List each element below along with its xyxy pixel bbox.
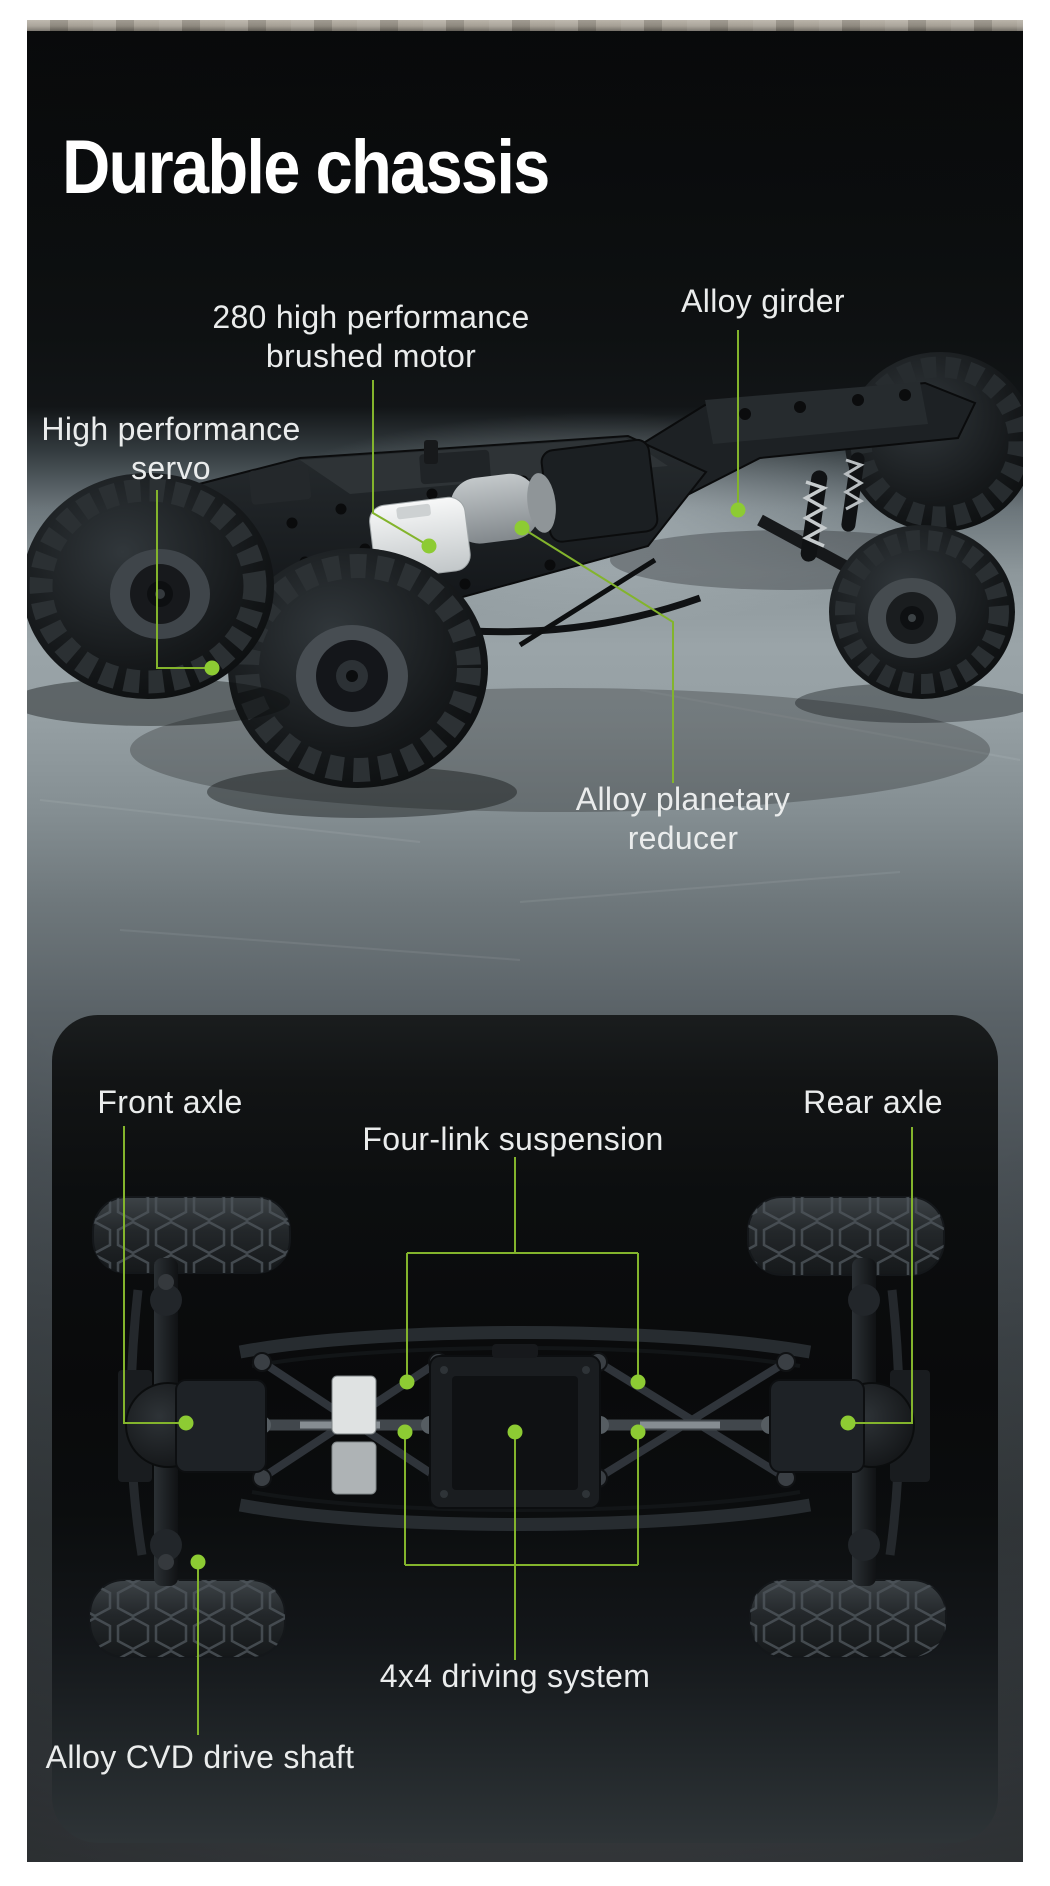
bv-wheel-front-left xyxy=(92,1196,291,1274)
callout-label-servo: High performance servo xyxy=(41,410,300,488)
chassis-perspective-view xyxy=(27,352,1023,818)
chassis-illustration xyxy=(27,330,1023,1735)
callout-line-brushed-motor xyxy=(372,380,437,554)
callout-lines xyxy=(123,330,913,1735)
callout-label-line: Front axle xyxy=(97,1084,243,1120)
callout-label-line: High performance xyxy=(41,411,301,447)
callout-label-line: Alloy girder xyxy=(681,283,845,319)
callout-line-four-link-suspension xyxy=(399,1157,646,1390)
callout-line-planetary-reducer xyxy=(514,520,674,783)
callout-label-cvd-drive-shaft: Alloy CVD drive shaft xyxy=(46,1738,355,1777)
callout-label-planetary-reducer: Alloy planetary reducer xyxy=(576,780,790,858)
bv-white-gear xyxy=(331,1375,377,1495)
callout-label-line: Alloy planetary xyxy=(575,781,791,817)
callout-line-alloy-girder xyxy=(730,330,746,518)
callout-line-rear-axle xyxy=(840,1127,913,1431)
callout-label-line: Alloy CVD drive shaft xyxy=(45,1739,355,1775)
bv-wheel-rear-left xyxy=(747,1196,945,1276)
callout-line-front-axle xyxy=(123,1126,194,1431)
callout-label-line: Four-link suspension xyxy=(362,1121,664,1157)
callout-label-line: reducer xyxy=(627,820,739,856)
callout-line-cvd-drive-shaft xyxy=(190,1554,206,1735)
callout-label-line: brushed motor xyxy=(265,338,477,374)
wheel-front-left xyxy=(27,473,290,726)
floor-cracks xyxy=(39,689,1021,961)
callout-label-rear-axle: Rear axle xyxy=(803,1083,943,1122)
bv-wheel-rear-right-bottom xyxy=(749,1579,947,1658)
callout-label-line: Rear axle xyxy=(803,1084,943,1120)
callout-label-line: 280 high performance xyxy=(212,299,530,335)
callout-line-4x4-driving-system xyxy=(397,1424,646,1660)
callout-label-front-axle: Front axle xyxy=(97,1083,242,1122)
product-photo-area xyxy=(27,20,1023,1862)
chassis-bottom-view xyxy=(89,1196,947,1658)
callout-label-brushed-motor: 280 high performance brushed motor xyxy=(212,298,529,376)
wheel-rear-right xyxy=(829,525,1015,699)
callout-label-four-link-suspension: Four-link suspension xyxy=(362,1120,663,1159)
callout-label-line: servo xyxy=(131,450,211,486)
floor-edge-texture xyxy=(27,20,1023,31)
wheel-rear-left xyxy=(207,548,517,818)
bv-wheel-front-left-bottom xyxy=(89,1579,286,1658)
callout-line-servo xyxy=(156,490,220,676)
page-title: Durable chassis xyxy=(62,125,550,210)
callout-label-4x4-driving-system: 4x4 driving system xyxy=(380,1657,650,1696)
callout-label-alloy-girder: Alloy girder xyxy=(681,282,845,321)
callout-label-line: 4x4 driving system xyxy=(379,1658,651,1694)
